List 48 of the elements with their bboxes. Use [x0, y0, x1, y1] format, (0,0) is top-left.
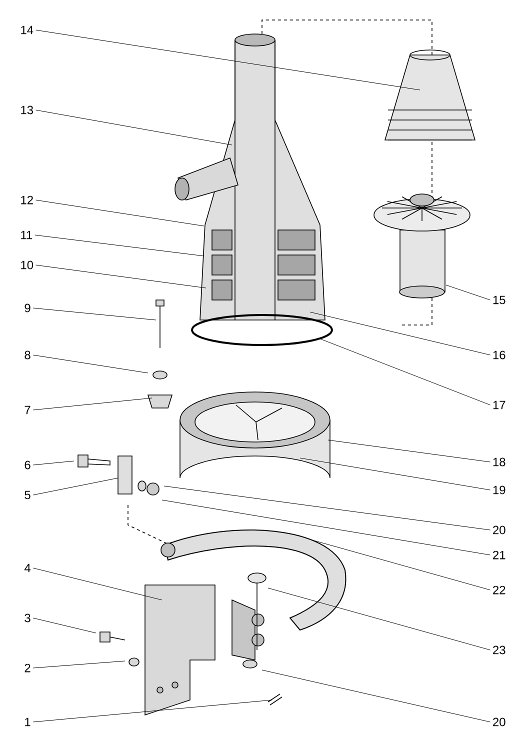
callout-number: 3: [24, 614, 30, 622]
callout-number: 20: [493, 526, 506, 534]
leader-line: [268, 588, 490, 650]
leader-line: [32, 398, 152, 410]
leader-line: [36, 264, 206, 288]
callout-number: 18: [493, 458, 506, 466]
callout-number: 13: [21, 106, 34, 114]
leader-line: [36, 30, 420, 90]
callout-number: 22: [493, 586, 506, 594]
callout-number: 12: [21, 196, 33, 204]
leader-line: [32, 660, 126, 668]
leader-line: [262, 670, 490, 722]
callout-number: 6: [24, 460, 30, 470]
leader-line: [32, 460, 74, 466]
callout-number: 19: [493, 486, 506, 494]
leader-line: [36, 200, 204, 226]
callout-number: 16: [493, 350, 506, 360]
leader-line: [310, 312, 490, 356]
leader-line: [34, 234, 204, 256]
callout-number: 15: [493, 296, 506, 304]
leader-line: [312, 540, 490, 590]
leader-line: [318, 338, 490, 406]
leader-line: [328, 440, 490, 462]
leader-line: [32, 478, 118, 496]
callout-number: 23: [493, 646, 506, 654]
leader-line: [36, 110, 232, 146]
callout-number: 4: [24, 564, 31, 572]
leader-line: [300, 458, 490, 490]
leader-line: [32, 618, 96, 634]
leader-line: [32, 308, 156, 320]
leader-line: [446, 284, 490, 300]
callout-number: 2: [24, 664, 30, 672]
callout-number: 10: [21, 260, 34, 270]
callout-number: 5: [24, 490, 30, 500]
callout-number: 20: [493, 718, 506, 726]
leader-line: [32, 354, 148, 374]
callout-number: 21: [493, 550, 506, 560]
leader-line: [32, 700, 272, 722]
leader-line: [164, 486, 490, 530]
callout-number: 8: [24, 350, 30, 360]
callout-number: 14: [21, 26, 34, 34]
callout-number: 9: [24, 304, 30, 312]
callout-number: 1: [25, 718, 30, 726]
leader-line: [162, 500, 490, 556]
callout-number: 17: [493, 400, 506, 410]
leader-line: [32, 568, 162, 600]
callout-number: 11: [21, 230, 32, 240]
callout-number: 7: [24, 406, 30, 414]
